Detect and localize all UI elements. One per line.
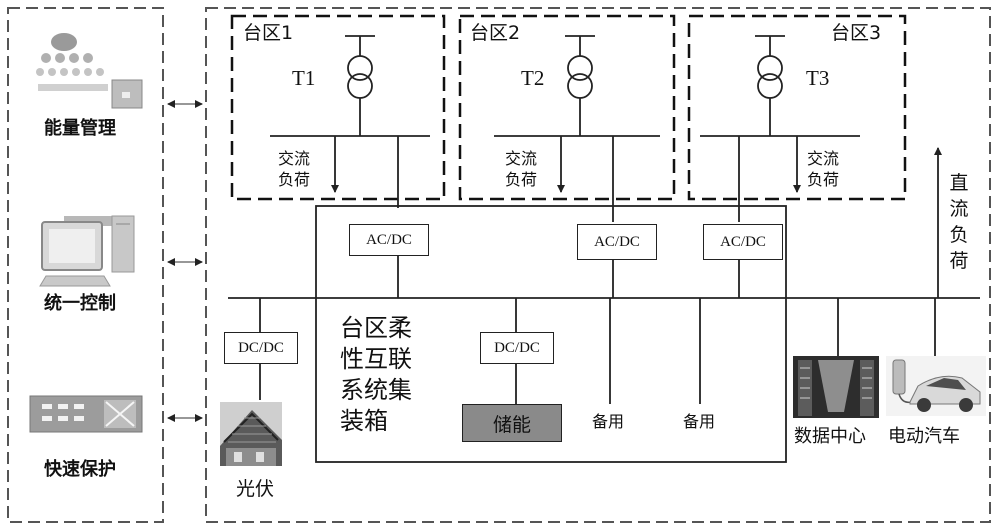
transformer-1-symbol	[270, 35, 430, 208]
pv-house-image	[220, 402, 282, 466]
ac-load-1-line2: 负荷	[278, 170, 311, 189]
dc-load-char-2: 流	[949, 198, 969, 220]
zone-3-frame	[687, 14, 907, 201]
zone-1-name: 台区1	[243, 22, 294, 44]
acdc-converter-3: AC/DC	[703, 224, 783, 260]
acdc-converter-2: AC/DC	[577, 224, 657, 260]
energy-management-label: 能量管理	[44, 118, 116, 139]
dc-load-char-4: 荷	[949, 250, 969, 272]
ac-load-3-line2: 负荷	[807, 170, 840, 189]
dcdc-converter-pv: DC/DC	[224, 332, 298, 364]
desktop-computer-icon	[39, 215, 135, 287]
pv-label: 光伏	[236, 478, 275, 500]
electric-vehicle-label: 电动汽车	[888, 426, 960, 447]
transformer-2-label: T2	[521, 66, 545, 90]
ac-load-1-line1: 交流	[278, 149, 311, 168]
transformer-3-symbol	[700, 35, 860, 222]
left-panel-frame	[7, 7, 164, 523]
system-box-label-line2: 性互联	[340, 345, 412, 373]
transformer-1-label: T1	[292, 66, 316, 90]
zone-1-frame	[230, 14, 446, 201]
dcdc-converter-storage: DC/DC	[480, 332, 554, 364]
system-box-label-line3: 系统集	[340, 376, 412, 404]
system-box-label-line1: 台区柔	[340, 314, 412, 342]
transformer-3-label: T3	[806, 66, 830, 90]
zone-2-frame	[458, 14, 676, 201]
hierarchy-computer-icon	[36, 33, 143, 109]
dc-load-char-1: 直	[949, 172, 969, 194]
zone-3-name: 台区3	[831, 22, 882, 44]
main-frame	[205, 7, 991, 523]
ac-load-2-line2: 负荷	[505, 170, 538, 189]
spare-2-label: 备用	[683, 412, 716, 431]
unified-control-label: 统一控制	[44, 293, 116, 314]
electric-car-image	[886, 356, 986, 416]
energy-storage-block: 储能	[462, 404, 562, 442]
acdc-converter-1: AC/DC	[349, 224, 429, 256]
system-box-label-line4: 装箱	[340, 407, 388, 435]
spare-1-label: 备用	[592, 412, 625, 431]
fast-protection-label: 快速保护	[44, 459, 116, 480]
protection-device-icon	[29, 395, 143, 433]
data-center-image	[793, 356, 879, 418]
dc-load-char-3: 负	[949, 224, 969, 246]
ac-load-3-line1: 交流	[807, 149, 840, 168]
transformer-2-symbol	[494, 35, 660, 222]
zone-2-name: 台区2	[470, 22, 521, 44]
system-container-box	[315, 205, 787, 463]
data-center-label: 数据中心	[794, 426, 866, 447]
ac-load-2-line1: 交流	[505, 149, 538, 168]
